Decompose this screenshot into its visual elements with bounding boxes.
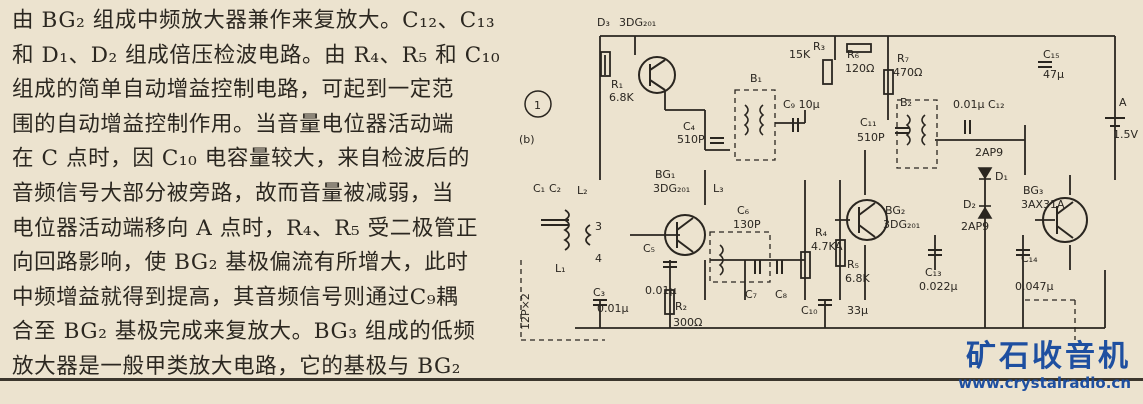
label-c2: C₂ bbox=[549, 182, 561, 195]
label-r1-val: 6.8K bbox=[609, 91, 634, 104]
label-l1: L₁ bbox=[555, 262, 566, 275]
label-antenna: 12P×2 bbox=[519, 293, 532, 330]
label-c13-val: 0.022μ bbox=[919, 280, 958, 293]
text-line: 组成的简单自动增益控制电路，可起到一定范 bbox=[12, 77, 455, 103]
transistor-bg2-symbol bbox=[846, 199, 888, 241]
watermark-logo: 矿石收音机 bbox=[966, 339, 1131, 374]
label-d1-type: 2AP9 bbox=[975, 146, 1003, 159]
label-c7: C₇ bbox=[745, 288, 757, 301]
label-c12: 0.01μ C₁₂ bbox=[953, 98, 1005, 111]
label-pin4: 4 bbox=[595, 252, 602, 265]
watermark: 矿石收音机 www.crystalradio.cn bbox=[958, 339, 1131, 393]
label-c9: C₉ 10μ bbox=[783, 98, 820, 111]
label-c1: C₁ bbox=[533, 182, 545, 195]
label-a2: A bbox=[835, 240, 843, 253]
label-bg1: BG₁ bbox=[655, 168, 675, 181]
label-d1: D₁ bbox=[995, 170, 1008, 183]
label-r4: R₄ bbox=[815, 226, 828, 239]
label-r1: R₁ bbox=[611, 78, 623, 91]
text-line: 和 D₁、D₂ 组成倍压检波电路。由 R₄、R₅ 和 C₁₀ bbox=[12, 42, 501, 68]
diode-symbols bbox=[977, 167, 993, 219]
label-l3: L₃ bbox=[713, 182, 724, 195]
label-c5-val: 0.01μ bbox=[645, 284, 677, 297]
label-b1: B₁ bbox=[750, 72, 762, 85]
battery-symbol bbox=[1105, 117, 1125, 127]
label-c14-val: 0.047μ bbox=[1015, 280, 1054, 293]
label-c5: C₅ bbox=[643, 242, 655, 255]
label-r2-val: 300Ω bbox=[673, 316, 702, 329]
label-pin3: 3 bbox=[595, 220, 602, 233]
label-a: A bbox=[1119, 96, 1127, 109]
figure-sub: (b) bbox=[519, 133, 535, 146]
label-r7: R₇ bbox=[897, 52, 909, 65]
label-r2: R₂ bbox=[675, 300, 687, 313]
label-r3-val: 15K bbox=[789, 48, 811, 61]
label-c15: C₁₅ bbox=[1043, 48, 1060, 61]
label-d2: D₂ bbox=[963, 198, 976, 211]
inductor-l2-symbol bbox=[563, 209, 592, 251]
label-c10: C₁₀ bbox=[801, 304, 818, 317]
text-line: 电位器活动端移向 A 点时，R₄、R₅ 受二极管正 bbox=[12, 215, 479, 241]
text-line: 合至 BG₂ 基极完成来复放大。BG₃ 组成的低频 bbox=[12, 319, 476, 345]
label-bg3-type: 3AX31A bbox=[1021, 198, 1065, 211]
text-line: 中频增益就得到提高，其音频信号则通过C₉耦 bbox=[12, 284, 459, 310]
watermark-url: www.crystalradio.cn bbox=[958, 374, 1131, 392]
transformer-b1-symbol bbox=[734, 89, 776, 161]
circuit-schematic: 1 (b) D₃ 3DG₂₀₁ R₁ 6.8K 15K R₃ R₆ 120Ω R… bbox=[519, 16, 1138, 341]
label-c3: C₃ bbox=[593, 286, 605, 299]
resistor-symbols bbox=[600, 43, 894, 315]
label-r7-val: 470Ω bbox=[893, 66, 922, 79]
label-batt: 1.5V bbox=[1113, 128, 1138, 141]
text-line: 放大器是一般甲类放大电路，它的基极与 BG₂ bbox=[12, 353, 462, 379]
label-bg1-type: 3DG₂₀₁ bbox=[653, 182, 690, 195]
label-c11: C₁₁ bbox=[860, 116, 877, 129]
text-line: 围的自动增益控制作用。当音量电位器活动端 bbox=[12, 111, 455, 137]
label-c4-val: 510P bbox=[677, 133, 705, 146]
label-bg3: BG₃ bbox=[1023, 184, 1043, 197]
label-d3-type: 3DG₂₀₁ bbox=[619, 16, 656, 29]
label-c4: C₄ bbox=[683, 120, 696, 133]
label-d2-type: 2AP9 bbox=[961, 220, 989, 233]
label-b2: B₂ bbox=[900, 96, 912, 109]
label-c3-val: 0.01μ bbox=[597, 302, 629, 315]
text-line: 向回路影响，使 BG₂ 基极偏流有所增大，此时 bbox=[12, 250, 469, 276]
label-r6-val: 120Ω bbox=[845, 62, 874, 75]
label-bg2-type: 3DG₂₀₁ bbox=[883, 218, 920, 231]
label-c15-val: 47μ bbox=[1043, 68, 1064, 81]
label-r5-val: 6.8K bbox=[845, 272, 870, 285]
label-r5: R₅ bbox=[847, 258, 859, 271]
text-line: 在 C 点时，因 C₁₀ 电容量较大，来自检波后的 bbox=[12, 146, 470, 172]
label-l2: L₂ bbox=[577, 184, 588, 197]
tank-c6-symbol bbox=[709, 231, 771, 283]
label-c6: C₆ bbox=[737, 204, 750, 217]
transistor-bg1-symbol bbox=[664, 214, 706, 256]
label-d3: D₃ bbox=[597, 16, 610, 29]
label-c10-val: 33μ bbox=[847, 304, 868, 317]
label-r6: R₆ bbox=[847, 48, 860, 61]
text-line: 由 BG₂ 组成中频放大器兼作来复放大。C₁₂、C₁₃ bbox=[12, 8, 496, 33]
label-c13: C₁₃ bbox=[925, 266, 942, 279]
transistor-d3-symbol bbox=[638, 56, 676, 94]
capacitor-symbols bbox=[541, 61, 1052, 306]
figure-number-ring bbox=[524, 90, 552, 118]
text-line: 音频信号大部分被旁路，故而音量被减弱，当 bbox=[12, 180, 455, 206]
label-c14: C₁₄ bbox=[1021, 252, 1038, 265]
figure-number: 1 bbox=[534, 99, 541, 112]
label-c8: C₈ bbox=[775, 288, 788, 301]
label-bg2: BG₂ bbox=[885, 204, 905, 217]
article-text: 由 BG₂ 组成中频放大器兼作来复放大。C₁₂、C₁₃ 和 D₁、D₂ 组成倍压… bbox=[12, 4, 508, 385]
label-r3: R₃ bbox=[813, 40, 825, 53]
bottom-rule bbox=[0, 378, 1143, 381]
transistor-bg3-symbol bbox=[1042, 197, 1088, 243]
label-c6-val: 130P bbox=[733, 218, 761, 231]
label-r4-val: 4.7K bbox=[811, 240, 836, 253]
label-c11-val: 510P bbox=[857, 131, 885, 144]
